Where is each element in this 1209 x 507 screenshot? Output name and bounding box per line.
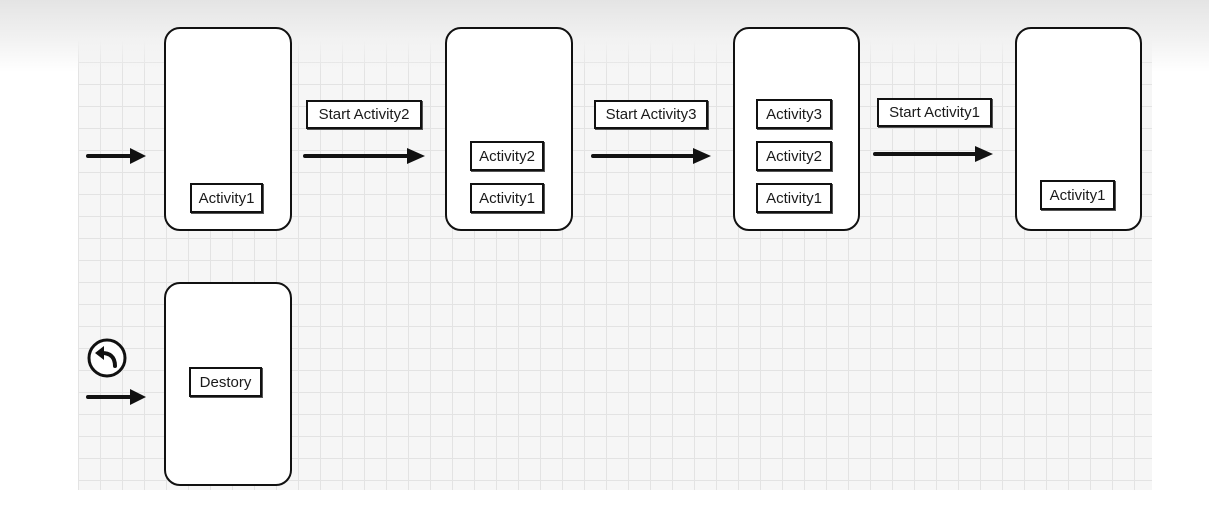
stack-item: Destory bbox=[189, 367, 262, 397]
transition-arrow bbox=[591, 148, 711, 164]
stack-item: Activity1 bbox=[756, 183, 832, 213]
stack-item: Activity1 bbox=[1040, 180, 1115, 210]
stack-item: Activity1 bbox=[190, 183, 263, 213]
stack-item: Activity2 bbox=[470, 141, 544, 171]
stack-item: Activity1 bbox=[470, 183, 544, 213]
stack-item: Activity2 bbox=[756, 141, 832, 171]
transition-arrow bbox=[873, 146, 993, 162]
back-arrow-icon bbox=[87, 338, 127, 378]
transition-label: Start Activity1 bbox=[877, 98, 992, 127]
transition-label: Start Activity3 bbox=[594, 100, 708, 129]
entry-arrow bbox=[86, 148, 146, 164]
transition-label: Start Activity2 bbox=[306, 100, 422, 129]
stack-item: Activity3 bbox=[756, 99, 832, 129]
back-arrow bbox=[86, 389, 146, 405]
transition-arrow bbox=[303, 148, 425, 164]
